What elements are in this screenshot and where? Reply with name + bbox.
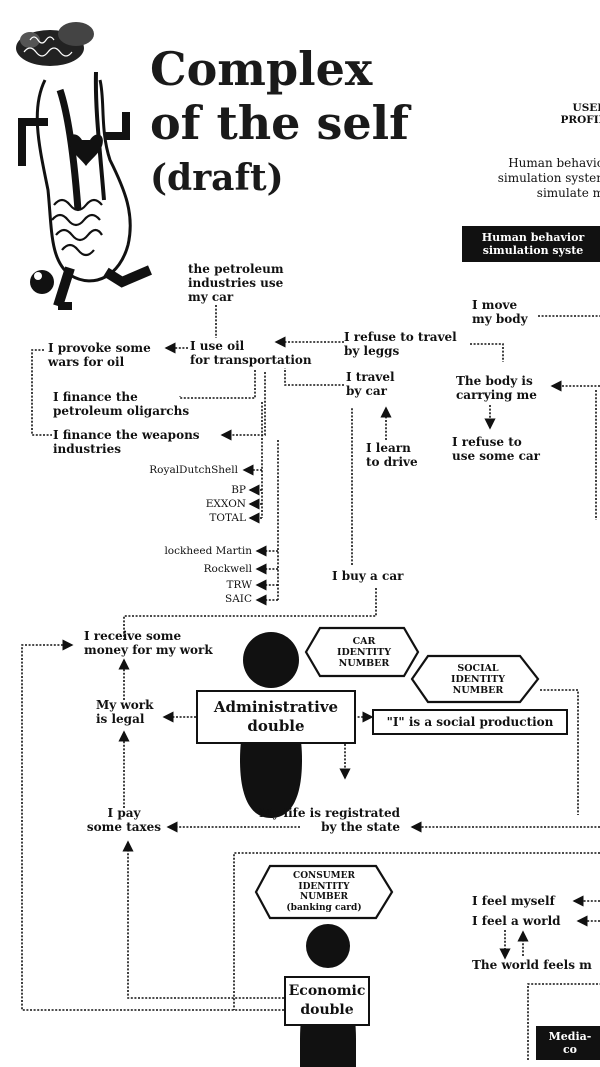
petroleum-node: the petroleum industries use my car bbox=[188, 262, 284, 304]
company-label: TRW bbox=[226, 579, 252, 591]
media-box: Media- co bbox=[536, 1026, 600, 1060]
use-oil-node: I use oil for transportation bbox=[190, 339, 312, 367]
finance-oligarchs-node: I finance the petroleum oligarchs bbox=[53, 390, 190, 418]
car-identity-hexagon: CAR IDENTITY NUMBER bbox=[337, 635, 391, 669]
company-label: Rockwell bbox=[203, 563, 252, 575]
title-line-2: of the self bbox=[150, 96, 409, 150]
life-registrated-node: My life is registrated by the state bbox=[259, 806, 400, 834]
body-carrying-node: The body is carrying me bbox=[456, 374, 537, 402]
company-label: lockheed Martin bbox=[164, 545, 252, 557]
company-label: RoyalDutchShell bbox=[149, 464, 238, 476]
finance-weapons-node: I finance the weapons industries bbox=[53, 428, 200, 456]
user-profile-label: USER PROFIL bbox=[560, 102, 600, 126]
refuse-car-node: I refuse to use some car bbox=[452, 435, 540, 463]
feel-myself-node: I feel myself bbox=[472, 894, 555, 908]
travel-car-node: I travel by car bbox=[346, 370, 395, 398]
social-identity-hexagon: SOCIAL IDENTITY NUMBER bbox=[451, 662, 505, 696]
consumer-identity-hexagon: CONSUMER IDENTITY NUMBER (banking card) bbox=[286, 871, 362, 913]
company-label: BP bbox=[231, 484, 246, 496]
feel-world-node: I feel a world bbox=[472, 914, 561, 928]
human-behavior-box: Human behavior simulation syste bbox=[462, 226, 600, 262]
move-body-node: I move my body bbox=[472, 298, 528, 326]
title-line-3: (draft) bbox=[150, 157, 284, 199]
pay-taxes-node: I pay some taxes bbox=[86, 806, 162, 834]
provoke-wars-node: I provoke some wars for oil bbox=[48, 341, 151, 369]
receive-money-node: I receive some money for my work bbox=[84, 629, 213, 657]
world-feels-node: The world feels m bbox=[472, 958, 592, 972]
title-line-1: Complex bbox=[150, 42, 373, 96]
figure-cutaway-illustration bbox=[16, 22, 152, 310]
work-legal-node: My work is legal bbox=[96, 698, 154, 726]
administrative-double-box: Administrative double bbox=[196, 690, 356, 744]
buy-car-node: I buy a car bbox=[332, 569, 404, 583]
human-behavior-note: Human behavio simulation systen simulate… bbox=[497, 156, 600, 200]
company-label: EXXON bbox=[205, 498, 246, 510]
company-label: SAIC bbox=[225, 593, 252, 605]
economic-double-box: Economic double bbox=[284, 976, 370, 1026]
refuse-legs-node: I refuse to travel by leggs bbox=[344, 330, 457, 358]
social-production-box: "I" is a social production bbox=[372, 709, 568, 735]
learn-drive-node: I learn to drive bbox=[366, 441, 418, 469]
company-label: TOTAL bbox=[209, 512, 246, 524]
